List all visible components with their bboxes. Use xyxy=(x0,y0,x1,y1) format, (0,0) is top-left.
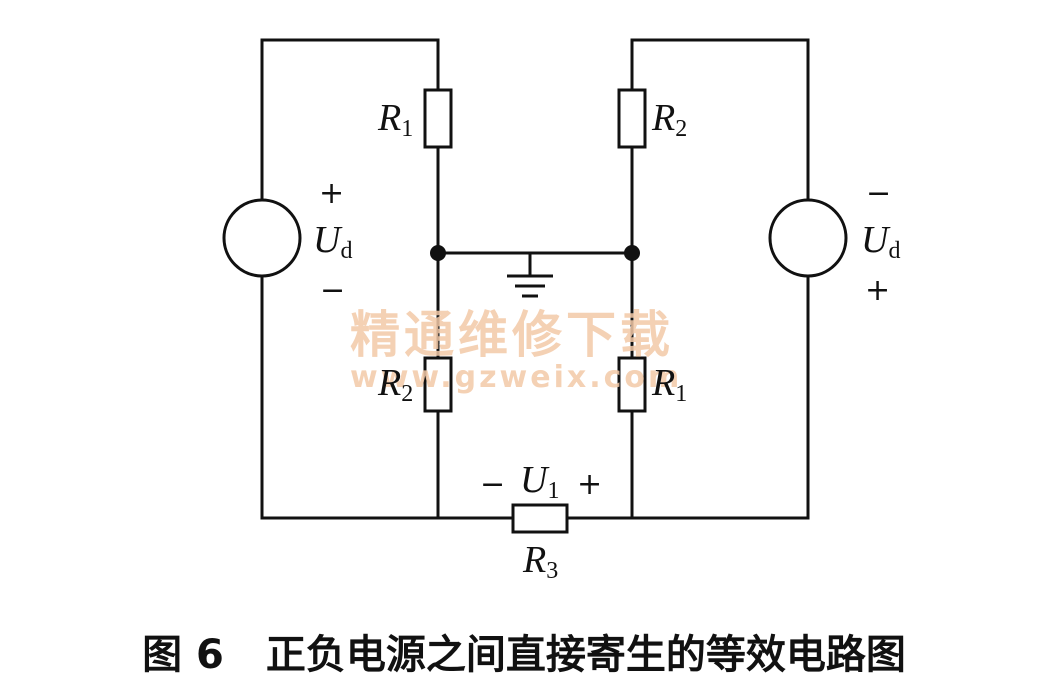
resistor-r3 xyxy=(511,503,569,534)
wire-left-outer xyxy=(260,38,440,520)
label-r2-bottom: R2 xyxy=(377,362,413,407)
junction-left xyxy=(430,245,446,261)
sign-u1-plus: + xyxy=(577,467,602,502)
figure-number: 图 6 xyxy=(142,632,224,678)
sign-u1-minus: − xyxy=(480,467,505,502)
watermark-chinese: 精通维修下载 xyxy=(350,306,674,364)
label-r3: R3 xyxy=(522,539,558,584)
label-ud-right: Ud xyxy=(861,219,900,264)
voltage-source-right xyxy=(768,198,848,278)
label-ud-left: Ud xyxy=(313,219,352,264)
watermark-url: www.gzweix.com xyxy=(350,360,682,395)
sign-right-plus: + xyxy=(865,273,890,308)
resistor-r2-top xyxy=(617,88,647,149)
resistor-r1-bottom xyxy=(617,356,647,413)
label-r2-top: R2 xyxy=(651,97,687,142)
wire-right-outer xyxy=(630,38,810,520)
resistor-r2-bottom xyxy=(423,356,453,413)
sign-left-minus: − xyxy=(320,273,345,308)
junction-right xyxy=(624,245,640,261)
sign-right-minus: − xyxy=(866,176,891,211)
figure-title: 正负电源之间直接寄生的等效电路图 xyxy=(265,632,906,678)
label-r1-top: R1 xyxy=(377,97,413,142)
label-r1-bottom: R1 xyxy=(651,362,687,407)
resistor-r1-top xyxy=(423,88,453,149)
figure-caption: 图 6 正负电源之间直接寄生的等效电路图 xyxy=(0,622,1048,680)
voltage-source-left xyxy=(222,198,302,278)
label-u1: U1 xyxy=(520,459,559,504)
sign-left-plus: + xyxy=(319,176,344,211)
